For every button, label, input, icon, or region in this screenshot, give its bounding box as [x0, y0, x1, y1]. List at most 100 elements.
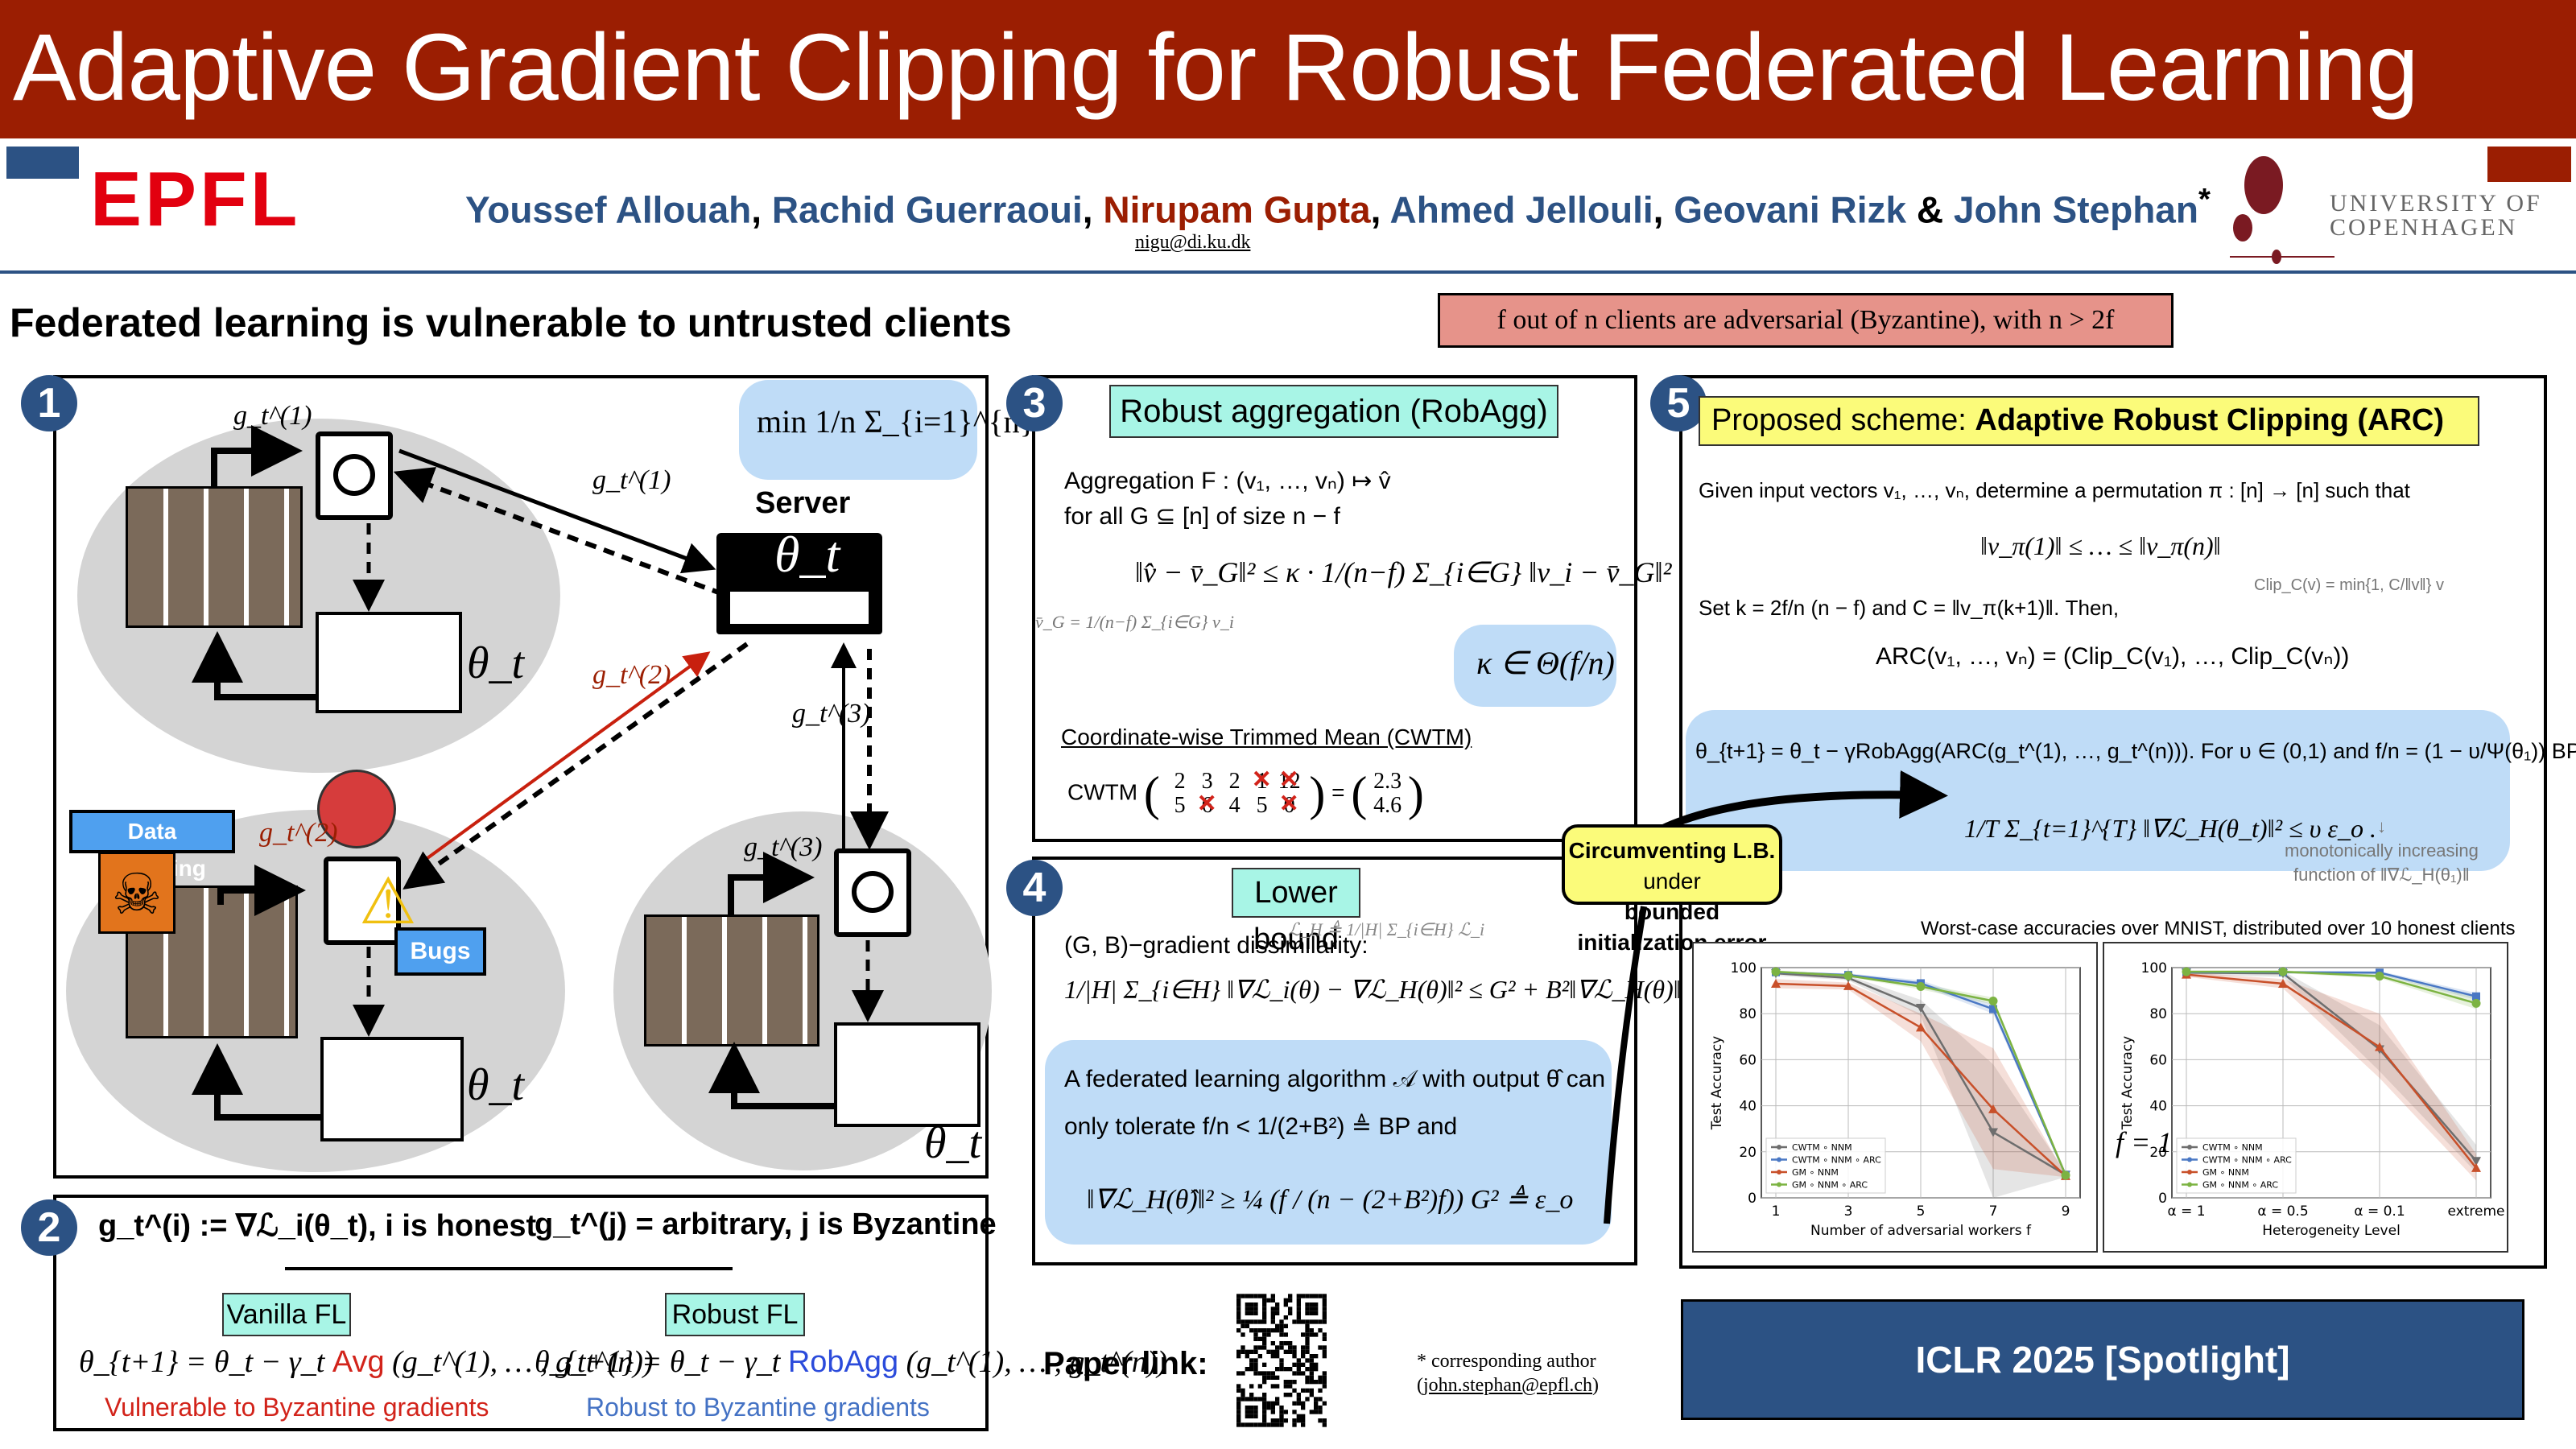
poster-title: Adaptive Gradient Clipping for Robust Fe…: [13, 14, 2419, 121]
neural-network-icon: [316, 612, 462, 713]
legend-marker: [1777, 1170, 1781, 1174]
legend-marker: [2187, 1182, 2192, 1187]
qr-code[interactable]: [1236, 1293, 1327, 1428]
ku-rule: [2230, 256, 2334, 258]
contact-email[interactable]: nigu@di.ku.dk: [1135, 232, 1251, 253]
data-point: [1916, 1004, 1926, 1013]
callout-bold: Circumventing L.B.: [1568, 838, 1776, 863]
cwtm-result: 2.3 4.6: [1373, 770, 1402, 818]
subset-def: for all G ⊆ [n] of size n − f: [1064, 503, 1340, 530]
data-point: [1916, 1022, 1926, 1032]
header-divider: [0, 270, 2576, 274]
arrow-down-icon: ↓: [2376, 816, 2386, 836]
cwtm-entry: 4: [1228, 793, 1241, 818]
legend-label: CWTM ∘ NNM: [2202, 1142, 2263, 1153]
chart-caption: Worst-case accuracies over MNIST, distri…: [1921, 918, 2516, 939]
data-point: [2182, 967, 2191, 976]
y-tick-label: 60: [2149, 1052, 2167, 1068]
legend-marker: [2187, 1145, 2192, 1150]
mean-definition: v̄_G = 1/(n−f) Σ_{i∈G} v_i: [1035, 612, 1234, 632]
series-line: [2186, 973, 2477, 1169]
arc-ordering: ‖v_π(1)‖ ≤ … ≤ ‖v_π(n)‖: [1980, 531, 2221, 560]
arc-title: Proposed scheme: Adaptive Robust Clippin…: [1699, 396, 2479, 446]
gradient-label-3-upload: g_t^(3): [792, 699, 871, 729]
cwtm-result-1: 2.3: [1373, 769, 1402, 794]
legend-marker: [2187, 1170, 2192, 1174]
ku-logo-line2: COPENHAGEN: [2330, 214, 2518, 241]
legend-label: GM ∘ NNM: [2202, 1167, 2249, 1178]
arrow-c2-data-to-device: [217, 865, 306, 916]
gradient-label-2: g_t^(2): [259, 818, 338, 848]
monotone-note: ↓ monotonically increasing function of ‖…: [2285, 815, 2479, 887]
client-1-theta: θ_t: [467, 638, 525, 688]
clip-definition: Clip_C(v) = min{1, C/‖v‖} v: [2254, 576, 2445, 594]
cwtm-entry: 3: [1201, 769, 1213, 794]
legend-label: GM ∘ NNM ∘ ARC: [1792, 1180, 1868, 1191]
y-tick-label: 40: [1739, 1099, 1757, 1115]
author-name: Nirupam Gupta: [1103, 188, 1371, 231]
lower-bound-title: Lower bound: [1232, 868, 1360, 956]
panel-number-badge: 3: [1006, 375, 1063, 431]
data-point: [2471, 1162, 2481, 1172]
robust-note: Robust to Byzantine gradients: [586, 1393, 930, 1422]
vanilla-note: Vulnerable to Byzantine gradients: [105, 1393, 489, 1422]
corresponding-mark: *: [2198, 182, 2211, 217]
skull-icon: ☠: [98, 852, 175, 934]
x-tick-label: 9: [2062, 1203, 2070, 1220]
data-point: [1771, 967, 1781, 976]
epfl-accent-square: [6, 147, 79, 179]
x-tick-label: α = 0.5: [2257, 1203, 2308, 1220]
y-tick-label: 80: [2149, 1006, 2167, 1022]
panel-number-badge: 4: [1006, 860, 1063, 916]
flow-arrows: [192, 425, 889, 1121]
x-axis-label: Heterogeneity Level: [2262, 1223, 2401, 1239]
section-heading: Federated learning is vulnerable to untr…: [10, 300, 1012, 345]
line-from-lower-bound: [1604, 906, 1647, 1224]
legend-marker: [1777, 1182, 1781, 1187]
arrow-c1-data-to-device: [211, 425, 303, 486]
arrow-c3-nn-to-data: [708, 1042, 834, 1109]
circumventing-callout: Circumventing L.B. under bounded initial…: [1562, 824, 1782, 955]
server-ports-icon: [726, 588, 873, 628]
y-tick-label: 80: [1739, 1006, 1757, 1022]
cwtm-entry: 6✕: [1196, 791, 1217, 818]
aggregation-def: Aggregation F : (v₁, …, vₙ) ↦ v̂: [1064, 468, 1391, 494]
kappa-order: κ ∈ Θ(f/n): [1476, 645, 1615, 681]
callout-rest: under: [1643, 869, 1701, 894]
vanilla-update-eq: θ_{t+1} = θ_t − γ_t Avg (g_t^(1), … , g_…: [79, 1344, 654, 1380]
venue-badge: ICLR 2025 [Spotlight]: [1681, 1299, 2524, 1420]
arc-set-k: Set k = 2f/n (n − f) and C = ‖v_π(k+1)‖.…: [1699, 596, 2120, 620]
byzantine-gradient-def: g_t^(j) = arbitrary, j is Byzantine: [535, 1208, 997, 1241]
arc-title-plain: Proposed scheme:: [1711, 403, 1975, 437]
arrow-server-to-c2: [402, 642, 749, 890]
title-bar: [0, 0, 2576, 138]
cwtm-result-2: 4.6: [1373, 793, 1402, 818]
devil-icon: [317, 770, 396, 848]
data-point: [1988, 1128, 1998, 1137]
legend-marker: [2187, 1157, 2192, 1162]
y-tick-label: 0: [2158, 1191, 2167, 1207]
gradient-label-2-upload: g_t^(2): [592, 660, 671, 690]
panel-number-badge: 1: [21, 375, 77, 431]
corr-line1: * corresponding author: [1417, 1351, 1596, 1372]
corr-email-link[interactable]: john.stephan@epfl.ch: [1423, 1375, 1593, 1396]
corresponding-author-note: * corresponding author (john.stephan@epf…: [1417, 1351, 1600, 1396]
series-band: [2186, 970, 2476, 1009]
ku-accent-square: [2487, 147, 2571, 182]
vanilla-eq-post: (g_t^(1), … , g_t^(n)): [384, 1345, 654, 1379]
client-2-device-icon: [324, 857, 401, 945]
data-point: [1989, 1005, 1997, 1013]
data-point: [1843, 971, 1853, 980]
arc-title-bold: Adaptive Robust Clipping (ARC): [1975, 403, 2445, 437]
objective-box: [739, 380, 977, 480]
panel-number-badge: 2: [21, 1199, 77, 1256]
neural-network-icon: [834, 1022, 980, 1127]
gradient-label-1-upload: g_t^(1): [592, 465, 671, 495]
y-tick-label: 0: [1748, 1191, 1757, 1207]
cwtm-entry: 12✕: [1278, 766, 1301, 794]
robagg-title: Robust aggregation (RobAgg): [1109, 385, 1558, 438]
vanilla-fl-label: Vanilla FL: [222, 1293, 351, 1336]
